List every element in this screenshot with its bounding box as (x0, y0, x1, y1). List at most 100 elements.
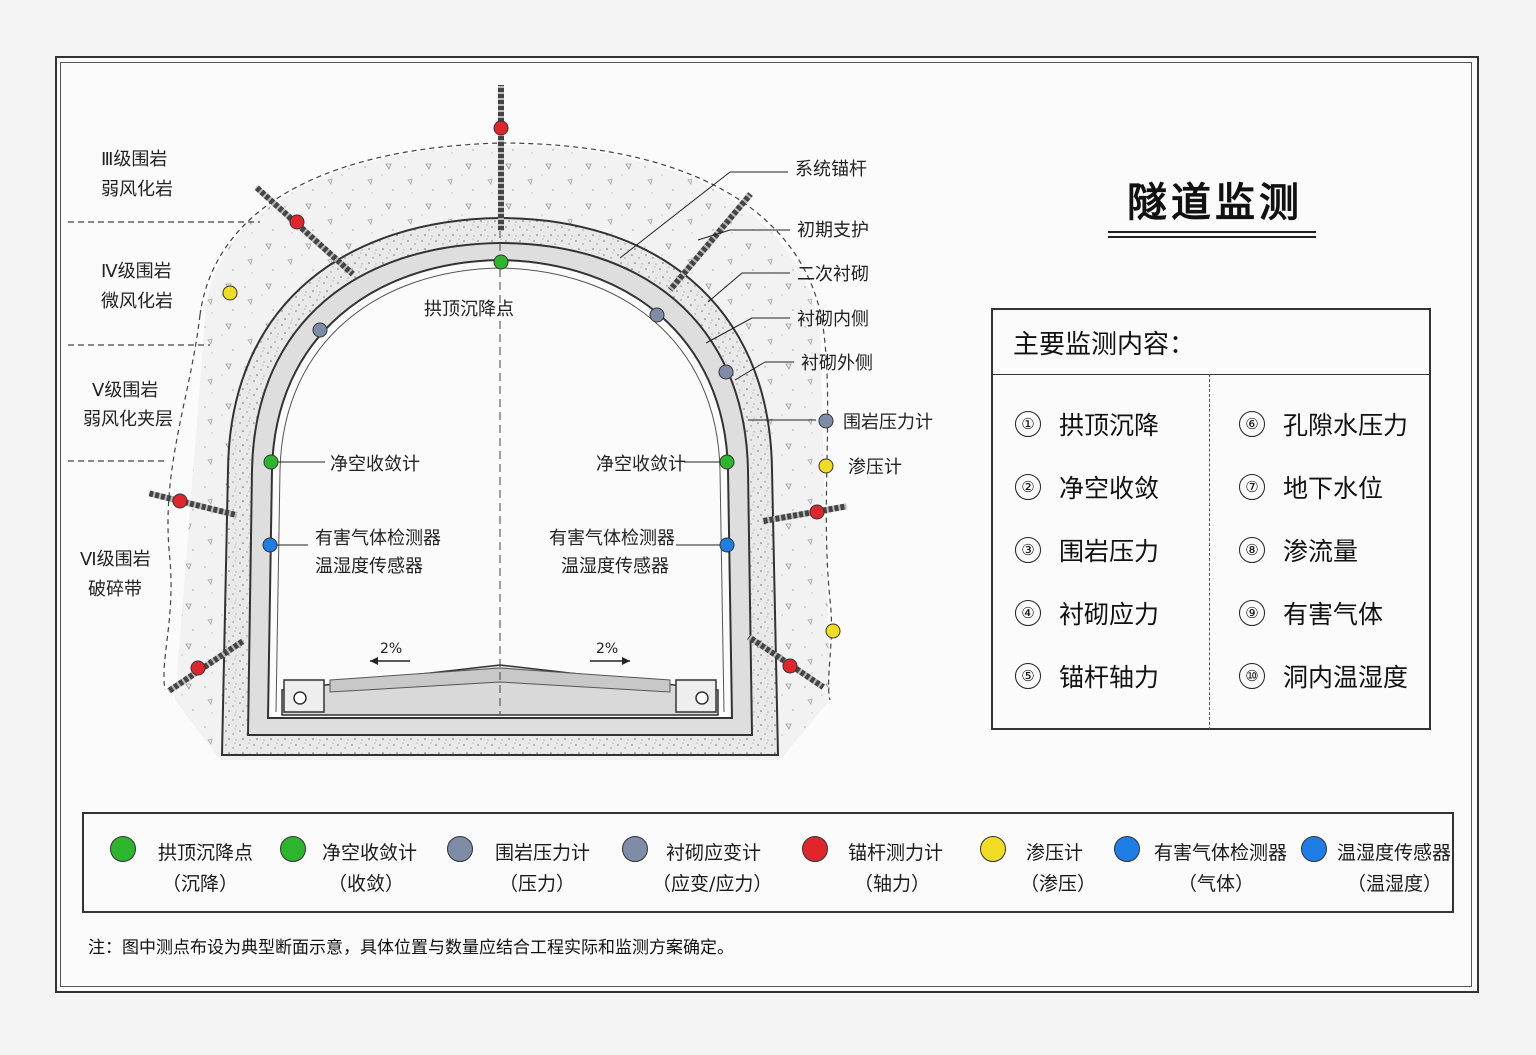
gas-sensor-right (719, 537, 735, 553)
label-conv-left: 净空收敛计 (330, 454, 420, 475)
leader-anchor (619, 171, 731, 259)
slope-arrowhead-right (622, 657, 630, 665)
content-item-5: ⑤ 锚杆轴力 (1015, 658, 1159, 694)
legend-dot-blue (1114, 836, 1140, 862)
drawing-frame-inner (60, 62, 1472, 987)
legend-label: 有害气体检测器 (1154, 842, 1288, 864)
slope-label-left: 2% (380, 641, 402, 657)
piezometer-left (222, 285, 238, 301)
left-drain-pipe (293, 691, 307, 705)
label-gas-right-1: 有害气体检测器 (549, 528, 675, 549)
grade-5-line2: 弱风化夹层 (83, 409, 173, 430)
content-item-number: ⑨ (1239, 600, 1265, 626)
content-item-number: ⑥ (1239, 411, 1265, 437)
label-lining-outer: 衬砌外侧 (801, 353, 873, 374)
content-item-2: ② 净空收敛 (1015, 469, 1159, 505)
grade-6-line2: 破碎带 (88, 579, 142, 600)
label-gas-left-2: 温湿度传感器 (315, 556, 423, 577)
legend-dot-yellow (980, 836, 1006, 862)
content-item-text: 地下水位 (1283, 474, 1384, 503)
legend-label: 渗压计 (1026, 842, 1084, 864)
anchor-gauge-mid-left (172, 493, 188, 509)
grade-3-line2: 弱风化岩 (101, 179, 173, 200)
content-item-text: 锚杆轴力 (1059, 663, 1160, 692)
legend-dot-blue (1301, 836, 1327, 862)
legend-sublabel: （收敛） (328, 873, 405, 895)
content-item-text: 洞内温湿度 (1283, 663, 1409, 692)
legend-sublabel: （轴力） (854, 873, 931, 895)
right-drain-pipe (695, 691, 709, 705)
slope-arrowhead-left (370, 657, 378, 665)
rock-boundary-left (163, 314, 201, 691)
legend-label: 围岩压力计 (495, 842, 591, 864)
label-secondary-lining: 二次衬砌 (797, 264, 869, 285)
label-gas-left-1: 有害气体检测器 (315, 528, 441, 549)
content-item-number: ② (1015, 474, 1041, 500)
label-conv-right: 净空收敛计 (596, 454, 686, 475)
legend-sublabel: （压力） (499, 873, 576, 895)
anchor-gauge-low-left (190, 660, 206, 676)
grade-3-line1: Ⅲ级围岩 (101, 149, 167, 170)
legend-sublabel: （应变/应力） (652, 873, 773, 895)
content-item-text: 渗流量 (1283, 537, 1359, 566)
content-panel-heading: 主要监测内容： (1013, 330, 1196, 360)
page-title: 隧道监测 (1127, 180, 1303, 226)
legend-label: 温湿度传感器 (1337, 842, 1452, 864)
title-underline-2 (1108, 236, 1316, 238)
legend-sublabel: （温湿度） (1347, 873, 1443, 895)
anchor-bolt-low-left (167, 638, 245, 694)
grade-5-line1: Ⅴ级围岩 (92, 380, 158, 401)
legend-dot-green (280, 836, 306, 862)
legend-dot-red (802, 836, 828, 862)
legend-dot-green (110, 836, 136, 862)
legend-dot-greyblue (622, 836, 648, 862)
content-item-10: ⑩ 洞内温湿度 (1239, 658, 1408, 694)
pressure-key-dot (818, 413, 834, 429)
content-item-number: ④ (1015, 600, 1041, 626)
footnote: 注：图中测点布设为典型断面示意，具体位置与数量应结合工程实际和监测方案确定。 (88, 938, 734, 958)
anchor-gauge-crown (493, 120, 509, 136)
slope-label-right: 2% (596, 641, 618, 657)
legend-label: 净空收敛计 (322, 842, 418, 864)
title-underline-1 (1108, 231, 1316, 233)
legend-dot-greyblue (447, 836, 473, 862)
anchor-gauge-mid-right (809, 504, 825, 520)
legend-sublabel: （沉降） (162, 873, 239, 895)
content-panel-column-divider (1209, 374, 1210, 730)
grade-4-line1: Ⅳ级围岩 (101, 261, 172, 282)
leader-secondary (707, 272, 743, 303)
content-item-number: ⑩ (1239, 663, 1265, 689)
strain-gauge-left (312, 322, 328, 338)
label-rock-pressure: 围岩压力计 (843, 412, 933, 433)
content-item-text: 净空收敛 (1059, 474, 1160, 503)
label-initial-support: 初期支护 (797, 220, 869, 241)
content-item-text: 衬砌应力 (1059, 600, 1160, 629)
legend-panel: 拱顶沉降点 （沉降） 净空收敛计 （收敛） 围岩压力计 （压力） 衬砌应变计 （… (82, 812, 1454, 913)
label-gas-right-2: 温湿度传感器 (561, 556, 669, 577)
anchor-bolt-mid-left (148, 490, 238, 519)
pressure-cell-right (718, 364, 734, 380)
legend-sublabel: （渗压） (1020, 873, 1097, 895)
legend-sublabel: （气体） (1178, 873, 1255, 895)
strain-gauge-right (649, 307, 665, 323)
legend-label: 锚杆测力计 (848, 842, 944, 864)
label-lining-inner: 衬砌内侧 (797, 309, 869, 330)
anchor-bolt-upper-left (254, 184, 355, 277)
label-crown: 拱顶沉降点 (424, 299, 514, 320)
leader-inner (705, 317, 753, 344)
convergence-point-left (263, 454, 279, 470)
label-seepage: 渗压计 (848, 457, 902, 478)
content-item-4: ④ 衬砌应力 (1015, 595, 1159, 631)
label-anchor: 系统锚杆 (795, 159, 867, 180)
leader-outer (734, 361, 766, 381)
content-item-text: 拱顶沉降 (1059, 411, 1160, 440)
grade-6-line1: Ⅵ级围岩 (80, 549, 151, 570)
anchor-bolt-crown (498, 85, 504, 231)
seepage-key-dot (818, 458, 834, 474)
content-item-number: ⑤ (1015, 663, 1041, 689)
